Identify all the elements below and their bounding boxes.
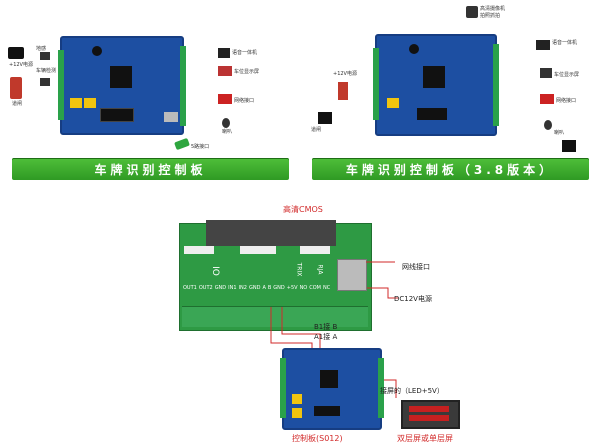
network-label: 网线接口 [402,263,430,271]
gate-icon [10,77,22,99]
rj45-port [337,259,367,291]
pin-label: B [267,285,272,291]
left-label-4: 车辆检测 [36,68,57,74]
control-board-right [373,34,499,136]
heatsink [206,220,336,246]
hd-camera-icon [466,6,478,18]
right-label-4: 喇叭 [222,129,233,135]
camera-icon [218,48,230,58]
control-board-bottom [280,348,384,430]
right-label-5: 5路接口 [191,144,210,150]
horn-icon-r [544,120,552,130]
pin-label: NC [323,285,331,291]
r-left-label-2: 道闸 [311,127,322,133]
led-display [100,108,134,122]
pin-label: NO [299,285,308,291]
terminal-strip-br [378,358,384,418]
sensor-icon [40,52,50,60]
right-panel: 车牌识别控制板（3.8版本） [300,0,600,185]
capacitor-r [409,44,419,54]
device-icon-r3 [540,94,554,104]
r-right-label-4: 喇叭 [554,130,565,136]
relay-r [387,98,399,108]
pin-label: IN1 [228,285,237,291]
device-icon-r1 [536,40,550,50]
control-board-caption: 控制板(S012) [292,434,343,443]
pin-label: GND [214,285,227,291]
r-top-label: 高清摄像机 [480,6,506,12]
device-icon-r4 [562,140,576,152]
terminal-block-bottom [182,306,368,327]
sensor-icon-2 [40,78,50,86]
r-right-label-1: 语音一体机 [552,40,578,46]
led-display-r [417,108,447,120]
r-top-label-2: 拍照抓拍 [480,13,501,19]
pin-label: OUT1 [183,285,197,291]
display-icon [218,66,232,76]
pin-label: GND [273,285,285,291]
r-right-label-3: 网络接口 [556,98,577,104]
connector-strip-3 [300,246,330,254]
power-supply-icon [8,47,24,59]
r-right-label-2: 车位显示屏 [554,72,580,78]
r-left-label-1: +12V电源 [333,71,357,77]
pin-label: +5V [286,285,298,291]
terminal-strip-bl [280,358,286,418]
terminal-strip-right [180,46,186,126]
b-label: B1接 B [314,323,338,331]
camera-board: IO TRIX RJA [179,220,372,331]
chip-b [320,370,338,388]
pin-label: A [262,285,266,291]
chip [110,66,132,88]
pin-label: OUT2 [198,285,213,291]
left-label-2: 道闸 [12,101,23,107]
connector-strip-1 [184,246,214,254]
gate-icon-r [318,112,332,124]
device-icon-r2 [540,68,552,78]
relay-yellow-2 [84,98,96,108]
relay-b [292,394,302,404]
right-label-1: 语音一体机 [232,50,258,56]
led-screen [401,400,460,429]
usb-port [164,112,178,122]
left-label-3: 地感 [36,46,47,52]
banner-left: 车牌识别控制板 [12,158,289,180]
pin-label: GND [248,285,261,291]
right-label-3: 网络接口 [234,98,255,104]
connector-strip-2 [240,246,276,254]
led-screen-row2 [409,415,449,421]
screen-caption: 双层屏或单层屏 [397,434,453,443]
right-label-2: 车位显示屏 [234,69,260,75]
power-icon-r [338,82,348,100]
relay-b2 [292,408,302,418]
left-label-1: +12V电源 [9,62,33,68]
led-screen-row1 [409,406,449,412]
horn-icon [222,118,230,128]
relay-yellow [70,98,82,108]
led-power-label: 接屏的（LED+5V） [380,387,444,395]
banner-right: 车牌识别控制板（3.8版本） [312,158,589,180]
pin-row: OUT1 OUT2 GND IN1 IN2 GND A B GND +5V NO… [183,285,330,291]
a-label: A1接 A [314,333,338,341]
terminal-strip-r1 [373,48,379,120]
screen-icon [218,94,232,104]
terminal-strip-left [58,50,64,120]
chip-r [423,66,445,88]
capacitor [92,46,102,56]
terminal-strip-r2 [493,44,499,126]
led-display-b [314,406,340,416]
pin-label: IN2 [238,285,247,291]
control-board-left [58,36,186,135]
pin-label: COM [309,285,321,291]
camera-caption: 高清CMOS [283,205,323,214]
left-panel: 车牌识别控制板 [0,0,300,185]
dc-label: DC12V电源 [394,295,432,303]
